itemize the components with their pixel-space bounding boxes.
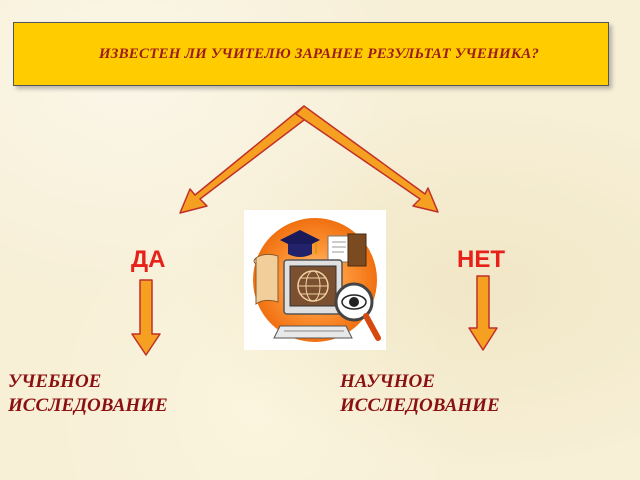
answer-no: НЕТ	[457, 246, 505, 273]
result-no-line1: НАУЧНОЕ	[340, 371, 435, 392]
result-yes-line1: УЧЕБНОЕ	[8, 371, 102, 392]
result-no: НАУЧНОЕ ИССЛЕДОВАНИЕ	[340, 370, 500, 418]
arrow-down-yes	[131, 279, 161, 356]
result-no-line2: ИССЛЕДОВАНИЕ	[340, 395, 500, 416]
answer-yes: ДА	[131, 246, 166, 273]
result-yes: УЧЕБНОЕ ИССЛЕДОВАНИЕ	[8, 370, 168, 418]
computer-education-clipart-icon	[244, 210, 386, 350]
arrow-down-no	[468, 275, 498, 351]
result-yes-line2: ИССЛЕДОВАНИЕ	[8, 395, 168, 416]
arrow-to-no	[295, 105, 439, 213]
arrow-to-yes	[179, 105, 313, 214]
question-text: ИЗВЕСТЕН ЛИ УЧИТЕЛЮ ЗАРАНЕЕ РЕЗУЛЬТАТ УЧ…	[98, 45, 540, 62]
question-box: ИЗВЕСТЕН ЛИ УЧИТЕЛЮ ЗАРАНЕЕ РЕЗУЛЬТАТ УЧ…	[13, 22, 609, 86]
